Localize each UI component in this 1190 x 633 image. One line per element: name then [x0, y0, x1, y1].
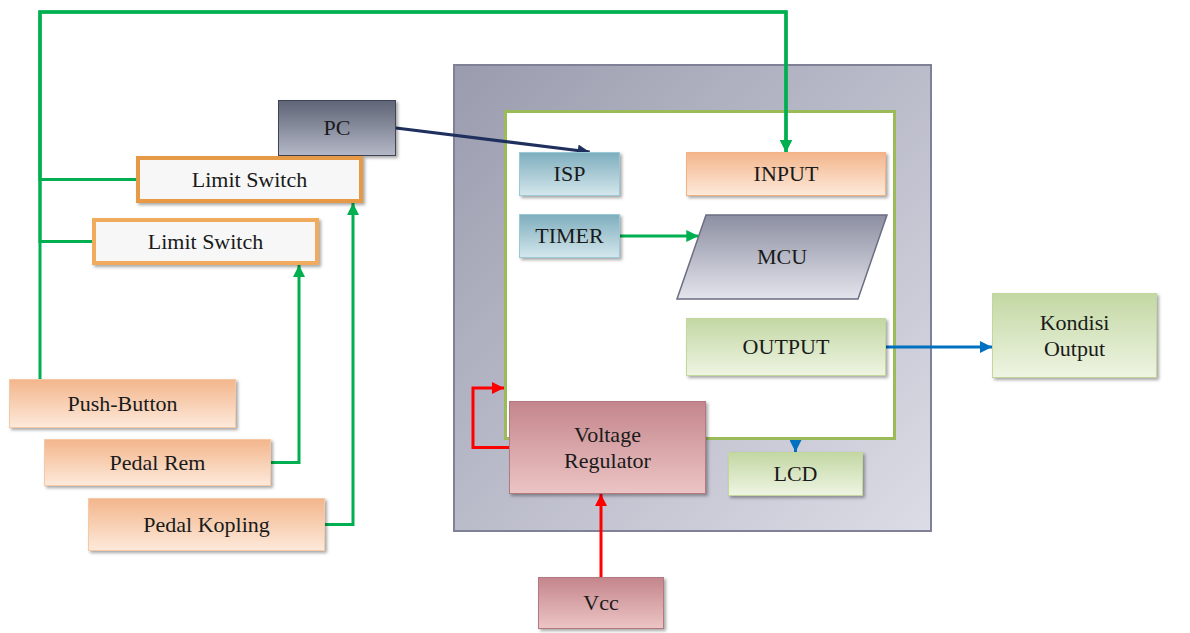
- node-label: Kondisi Output: [1020, 310, 1130, 361]
- connector-arrow: [794, 440, 797, 452]
- push-button-box: Push-Button: [9, 379, 236, 428]
- voltage-regulator-box: Voltage Regulator: [509, 401, 706, 494]
- connector-arrow: [620, 235, 698, 238]
- node-label: Push-Button: [67, 391, 177, 416]
- output-condition-box: Kondisi Output: [992, 293, 1157, 378]
- clutch-pedal-box: Pedal Kopling: [88, 498, 325, 551]
- timer-block: TIMER: [519, 214, 620, 258]
- input-block: INPUT: [686, 152, 886, 196]
- node-label: PC: [324, 115, 351, 140]
- connector-arrow: [325, 203, 353, 525]
- isp-block: ISP: [519, 152, 620, 196]
- node-label: INPUT: [754, 161, 819, 186]
- lcd-box: LCD: [728, 452, 863, 496]
- vcc-box: Vcc: [538, 577, 664, 629]
- node-label: OUTPUT: [743, 334, 830, 359]
- node-label: ISP: [554, 161, 586, 186]
- microcontroller-board: ISP INPUT TIMER MCU OUTPUT: [504, 110, 896, 440]
- node-label: MCU: [757, 244, 807, 269]
- node-label: Vcc: [583, 590, 618, 615]
- node-label: Pedal Kopling: [143, 512, 270, 537]
- mcu-shape: [677, 215, 887, 299]
- node-label: TIMER: [535, 223, 603, 248]
- node-label: Pedal Rem: [110, 450, 206, 475]
- pc-box: PC: [278, 100, 396, 156]
- node-label: LCD: [774, 461, 818, 486]
- limit-switch-box: Limit Switch: [136, 156, 363, 203]
- connector-arrow: [600, 494, 603, 577]
- output-block: OUTPUT: [686, 318, 886, 376]
- node-label: Limit Switch: [148, 229, 264, 254]
- limit-switch-box: Limit Switch: [92, 218, 319, 265]
- connector-arrow: [886, 346, 992, 349]
- controller-housing: ISP INPUT TIMER MCU OUTPUT Voltage RegulatorL…: [453, 64, 932, 532]
- connector-arrow: [271, 265, 299, 463]
- node-label: Limit Switch: [192, 167, 308, 192]
- brake-pedal-box: Pedal Rem: [44, 439, 271, 486]
- node-label: Voltage Regulator: [548, 422, 668, 473]
- mcu-parallelogram: MCU: [676, 214, 888, 300]
